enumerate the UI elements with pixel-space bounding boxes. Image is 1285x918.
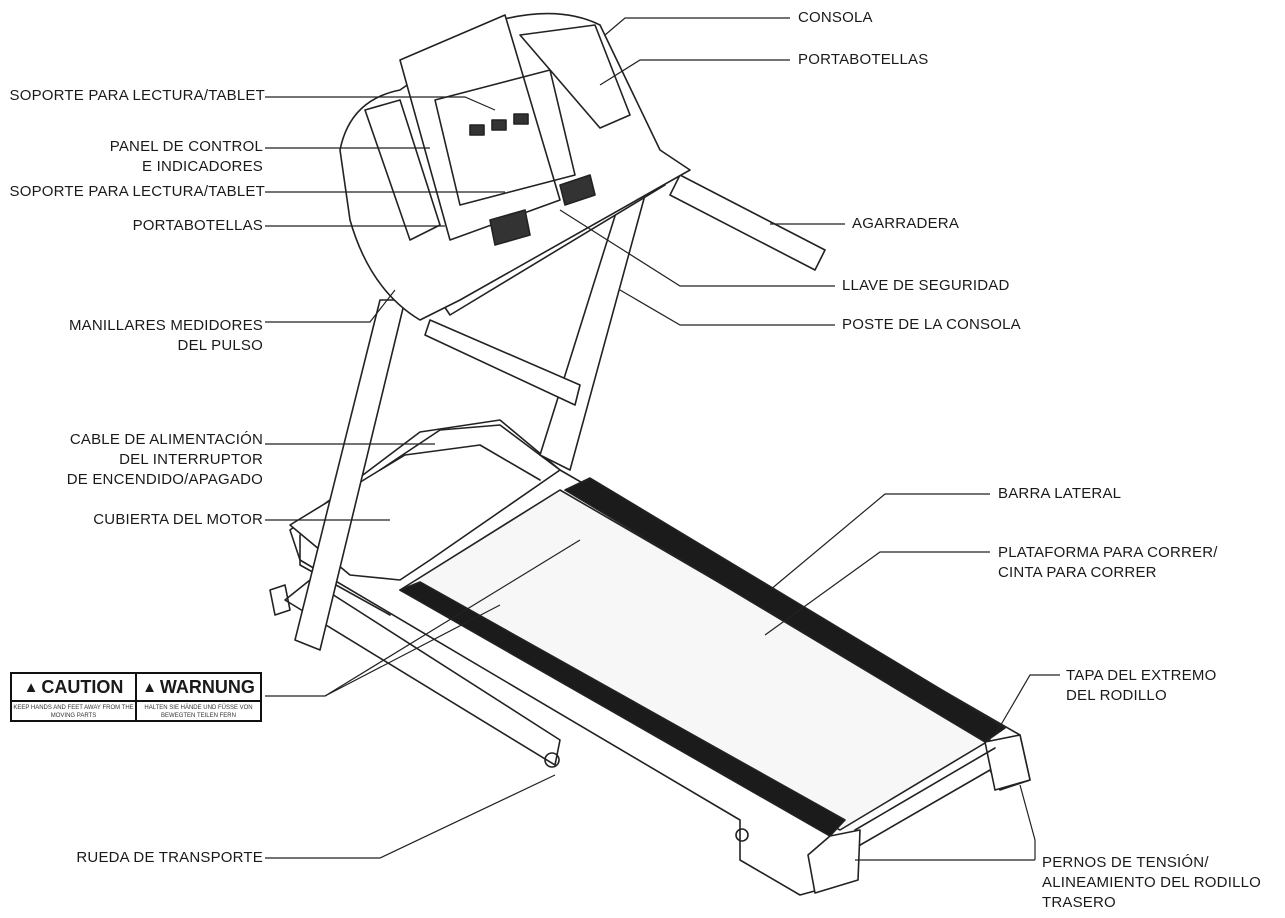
caution-panel: ▲CAUTION KEEP HANDS AND FEET AWAY FROM T… <box>12 674 135 720</box>
label-cubierta-motor: CUBIERTA DEL MOTOR <box>93 511 263 528</box>
handrail-right <box>669 174 826 271</box>
label-pernos-tension: PERNOS DE TENSIÓN/ ALINEAMIENTO DEL RODI… <box>1042 854 1262 911</box>
label-portabotellas-left: PORTABOTELLAS <box>132 217 263 234</box>
label-agarradera: AGARRADERA <box>852 215 960 232</box>
base-frame <box>284 579 561 766</box>
label-manillares: MANILLARES MEDIDORES DEL PULSO <box>68 317 263 354</box>
warning-triangle-icon: ▲ <box>142 678 157 696</box>
warning-triangle-icon: ▲ <box>23 678 39 696</box>
end-cap-right <box>984 734 1031 791</box>
label-panel-de-control: PANEL DE CONTROL E INDICADORES <box>109 138 263 175</box>
label-plataforma: PLATAFORMA PARA CORRER/ CINTA PARA CORRE… <box>998 544 1218 581</box>
warnung-text: HALTEN SIE HÄNDE UND FÜSSE VON BEWEGTEN … <box>144 705 253 719</box>
bottle-holder-right <box>519 24 631 129</box>
motor-hood <box>289 424 561 581</box>
label-consola: CONSOLA <box>798 9 873 26</box>
deck-outline <box>289 419 1031 896</box>
side-rail-left <box>399 581 846 837</box>
label-rueda-transporte: RUEDA DE TRANSPORTE <box>76 849 263 866</box>
label-llave-seguridad: LLAVE DE SEGURIDAD <box>842 277 1010 294</box>
label-soporte-lectura-1: SOPORTE PARA LECTURA/TABLET <box>9 87 265 104</box>
warnung-panel: ▲WARNUNG HALTEN SIE HÄNDE UND FÜSSE VON … <box>135 674 260 720</box>
caution-title: CAUTION <box>41 676 124 697</box>
caution-text: KEEP HANDS AND FEET AWAY FROM THE MOVING… <box>13 705 134 719</box>
bottle-holder-left <box>364 99 441 241</box>
side-rail-right <box>564 477 1006 743</box>
warning-sticker: ▲CAUTION KEEP HANDS AND FEET AWAY FROM T… <box>10 672 262 722</box>
handrail-left <box>424 319 581 406</box>
label-soporte-lectura-2: SOPORTE PARA LECTURA/TABLET <box>9 183 265 200</box>
warnung-title: WARNUNG <box>159 676 255 697</box>
end-cap-left <box>807 829 861 894</box>
label-portabotellas-right: PORTABOTELLAS <box>798 51 929 68</box>
label-barra-lateral: BARRA LATERAL <box>998 485 1122 502</box>
label-cable-alimentacion: CABLE DE ALIMENTACIÓN DEL INTERRUPTOR DE… <box>66 431 263 488</box>
label-poste-consola: POSTE DE LA CONSOLA <box>842 316 1021 333</box>
label-tapa-extremo: TAPA DEL EXTREMO DEL RODILLO <box>1066 667 1217 704</box>
